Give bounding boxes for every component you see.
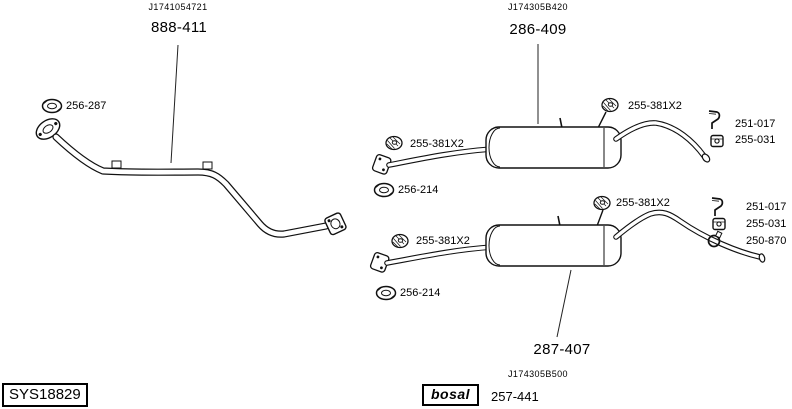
leader-lines bbox=[170, 44, 572, 338]
mounting-part-label: 255-031 bbox=[746, 218, 787, 230]
mounting-part-label: 255-031 bbox=[735, 134, 776, 146]
rubber-mount-label: 255-381X2 bbox=[416, 235, 470, 247]
rear-muffler-bottom-drawing bbox=[369, 209, 766, 273]
hanger-bracket-icon bbox=[711, 197, 724, 217]
mounting-part-icon bbox=[712, 217, 726, 231]
rear-gasket-label: 256-214 bbox=[398, 184, 439, 196]
rear-system-top-ref-code: J174305B420 bbox=[508, 2, 568, 12]
front-pipe-part-number: 888-411 bbox=[150, 19, 208, 36]
rear-gasket-icon bbox=[375, 285, 397, 301]
hanger-bracket-icon bbox=[708, 110, 721, 130]
rubber-mount-label: 255-381X2 bbox=[616, 197, 670, 209]
mounting-part-icon bbox=[710, 134, 724, 148]
front-gasket-label: 256-287 bbox=[66, 100, 107, 112]
system-id-badge: SYS18829 bbox=[2, 383, 88, 407]
rubber-mount-icon bbox=[601, 97, 619, 113]
rubber-mount-label: 255-381X2 bbox=[628, 100, 682, 112]
rear-system-top-part-number: 286-409 bbox=[509, 21, 567, 38]
front-pipe-ref-code: J1741054721 bbox=[148, 2, 208, 12]
rubber-mount-icon bbox=[385, 135, 403, 151]
bosal-logo: bosal bbox=[422, 384, 480, 406]
rear-gasket-label: 256-214 bbox=[400, 287, 441, 299]
rubber-mount-icon bbox=[391, 233, 409, 249]
rear-system-bottom-ref-code: J174305B500 bbox=[508, 369, 568, 379]
hanger-bracket-label: 251-017 bbox=[735, 118, 776, 130]
rubber-mount-label: 255-381X2 bbox=[410, 138, 464, 150]
rear-system-bottom-part-number: 287-407 bbox=[533, 341, 591, 358]
front-pipe-drawing bbox=[35, 118, 347, 238]
clamp-label: 250-870 bbox=[746, 235, 787, 247]
rubber-mount-icon bbox=[593, 195, 611, 211]
rear-gasket-icon bbox=[373, 182, 395, 198]
hanger-bracket-label: 251-017 bbox=[746, 201, 787, 213]
center-part-label: 257-441 bbox=[491, 389, 539, 404]
rear-muffler-top-drawing bbox=[371, 111, 711, 175]
front-gasket-icon bbox=[41, 98, 63, 114]
